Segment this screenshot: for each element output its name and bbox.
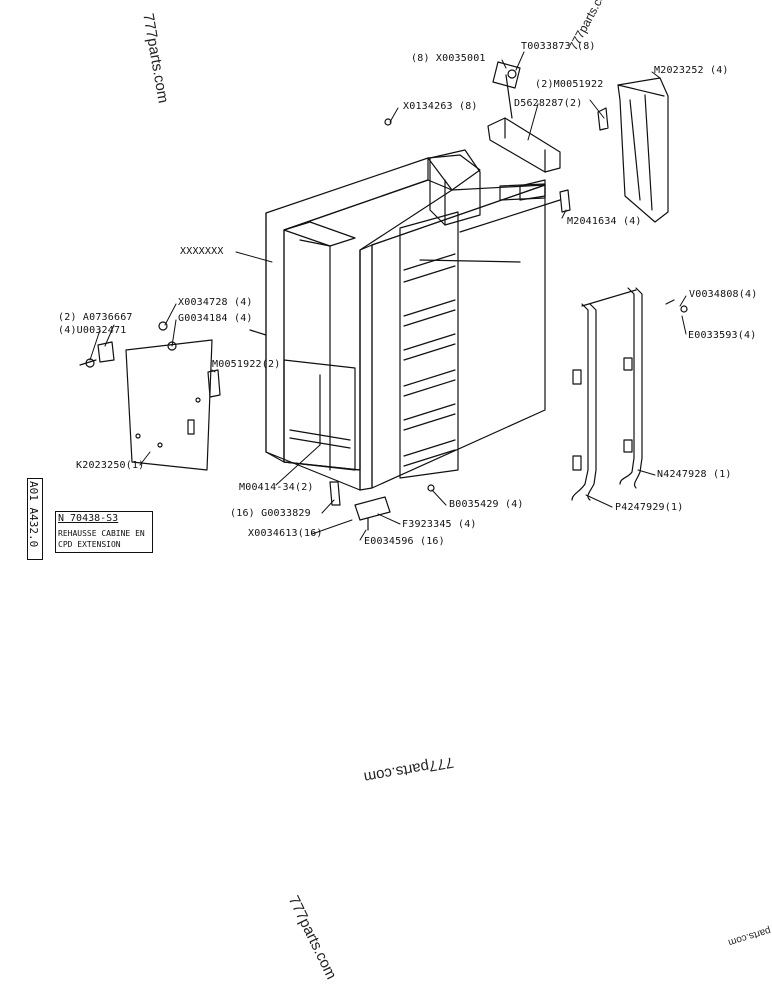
label-f3923345: F3923345 (4) xyxy=(402,519,477,530)
label-g0033829: (16) G0033829 xyxy=(230,508,311,519)
label-m2041634: M2041634 (4) xyxy=(567,216,642,227)
label-m0041434: M00414-34(2) xyxy=(239,482,314,493)
door-panel xyxy=(80,340,220,470)
label-m0051922-top: (2)M0051922 xyxy=(535,79,604,90)
mounting-bracket xyxy=(488,62,560,172)
label-x0034728: X0034728 (4) xyxy=(178,297,253,308)
label-a0736667: (2) A0736667 xyxy=(58,312,133,323)
handrails xyxy=(572,288,642,500)
label-b0035429: B0035429 (4) xyxy=(449,499,524,510)
label-t0033873: T0033873 (8) xyxy=(521,41,596,52)
label-m2023252: M2023252 (4) xyxy=(654,65,729,76)
fasteners xyxy=(159,119,687,530)
label-e0034596: E0034596 (16) xyxy=(364,536,445,547)
title-block: N 70438-S3 REHAUSSE CABINE EN CPD EXTENS… xyxy=(55,511,153,553)
label-g0034184: G0034184 (4) xyxy=(178,313,253,324)
drawing-code: A01 A432.0 xyxy=(27,481,40,548)
label-k2023250: K2023250(1) xyxy=(76,460,145,471)
label-x0034613: X0034613(16) xyxy=(248,528,323,539)
leader-lines xyxy=(90,52,686,540)
cabin-frame xyxy=(250,150,560,490)
label-x0035001: (8) X0035001 xyxy=(411,53,486,64)
title-line-2: CPD EXTENSION xyxy=(58,540,121,549)
label-x0134263: X0134263 (8) xyxy=(403,101,478,112)
title-line-1: REHAUSSE CABINE EN xyxy=(58,529,145,538)
label-m0051922-left: M0051922(2) xyxy=(212,359,281,370)
label-v0034808: V0034808(4) xyxy=(689,289,758,300)
label-p4247929: P4247929(1) xyxy=(615,502,684,513)
label-xxxxxx: XXXXXXX xyxy=(180,246,224,257)
label-e0033593: E0033593(4) xyxy=(688,330,757,341)
label-d5628287: D5628287(2) xyxy=(514,98,583,109)
label-u0032471: (4)U0032471 xyxy=(58,325,127,336)
title-code: N 70438-S3 xyxy=(58,513,119,524)
drawing-code-box: A01 A432.0 xyxy=(27,478,43,560)
vertical-side-panel xyxy=(598,78,668,222)
label-n4247928: N4247928 (1) xyxy=(657,469,732,480)
